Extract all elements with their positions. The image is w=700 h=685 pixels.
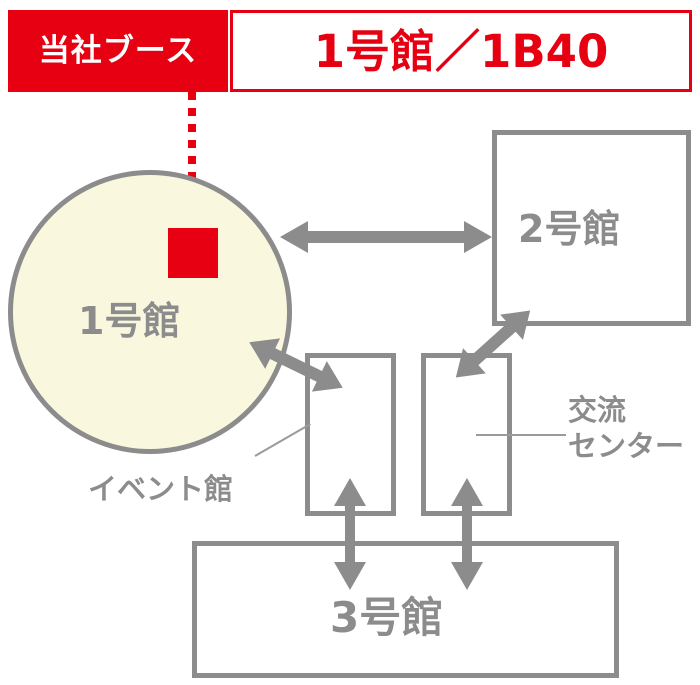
building-hall-1-label: 1号館 bbox=[78, 299, 181, 343]
building-event-hall-label: イベント館 bbox=[88, 472, 234, 506]
building-hall-1 bbox=[8, 170, 292, 454]
event-hall-leader-line bbox=[254, 423, 311, 457]
exchange-center-label-line2: センター bbox=[568, 429, 685, 464]
building-hall-3 bbox=[192, 541, 619, 678]
booth-location-banner: 1号館／1B40 bbox=[230, 10, 692, 92]
exchange-center-leader-line bbox=[476, 434, 566, 436]
building-hall-2 bbox=[492, 130, 691, 326]
booth-badge: 当社ブース bbox=[8, 10, 228, 92]
booth-location-label: 1号館／1B40 bbox=[313, 24, 609, 78]
booth-connector-dotted-line bbox=[188, 92, 196, 228]
building-hall-2-label: 2号館 bbox=[518, 207, 621, 251]
building-hall-3-label: 3号館 bbox=[330, 593, 444, 642]
building-exchange-center-label: 交流 センター bbox=[568, 392, 684, 465]
arrow-hall1-hall2 bbox=[280, 221, 492, 253]
exchange-center-label-line1: 交流 bbox=[568, 393, 627, 427]
booth-badge-label: 当社ブース bbox=[38, 32, 198, 69]
booth-marker bbox=[168, 228, 218, 278]
building-event-hall bbox=[305, 353, 396, 516]
